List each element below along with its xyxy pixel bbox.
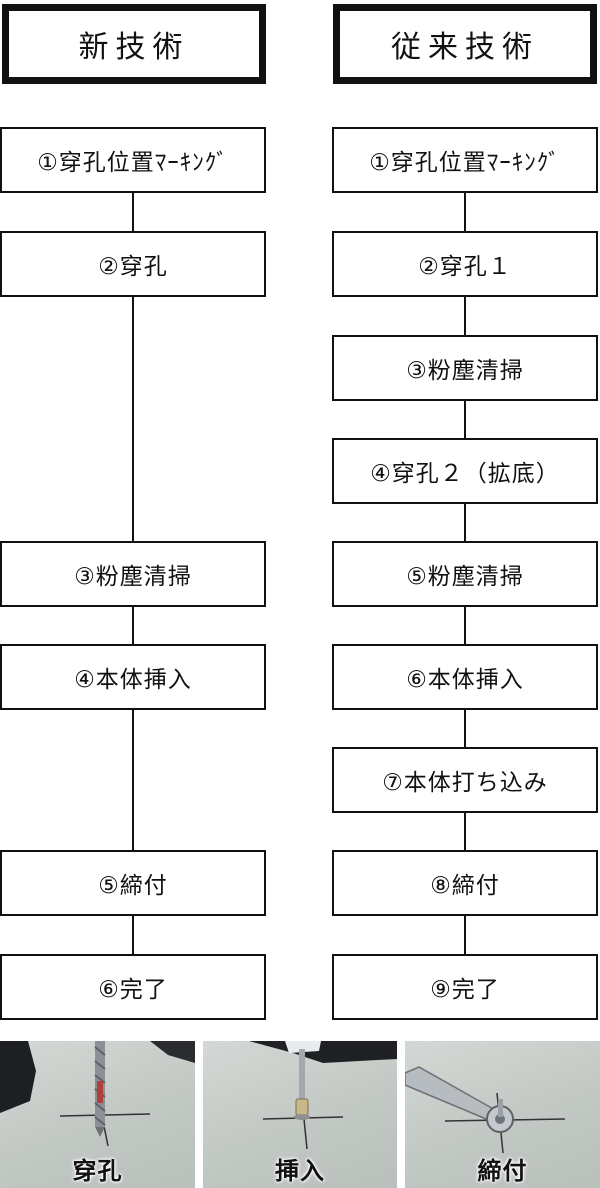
new-tech-header: 新技術 — [2, 4, 266, 84]
connector — [132, 193, 134, 231]
old-step-dust-cleaning-1: ③粉塵清掃 — [332, 335, 598, 401]
connector — [464, 813, 466, 851]
step-label: ③粉塵清掃 — [406, 358, 524, 384]
connector — [464, 503, 466, 541]
step-label: ③粉塵清掃 — [74, 564, 192, 590]
old-step-drilling-2-undercut: ④穿孔２（拡底） — [332, 438, 598, 504]
photo-tightening: 締付 — [405, 1041, 600, 1188]
step-label: ②穿孔 — [98, 254, 168, 280]
new-step-drilling: ②穿孔 — [0, 231, 266, 297]
photo-drilling: 穿孔 — [0, 1041, 195, 1188]
photo-caption: 穿孔 — [72, 1157, 123, 1185]
step-label: ①穿孔位置ﾏｰｷﾝｸﾞ — [37, 150, 229, 176]
old-step-marking: ①穿孔位置ﾏｰｷﾝｸﾞ — [332, 127, 598, 193]
old-step-insertion: ⑥本体挿入 — [332, 644, 598, 710]
old-step-driving: ⑦本体打ち込み — [332, 747, 598, 813]
old-tech-flow: ①穿孔位置ﾏｰｷﾝｸﾞ ②穿孔１ ③粉塵清掃 ④穿孔２（拡底） ⑤粉塵清掃 ⑥本… — [332, 0, 598, 1030]
photo-insertion: 挿入 — [203, 1041, 397, 1188]
new-step-complete: ⑥完了 — [0, 954, 266, 1020]
connector — [464, 916, 466, 954]
new-step-marking: ①穿孔位置ﾏｰｷﾝｸﾞ — [0, 127, 266, 193]
step-label: ⑨完了 — [430, 977, 500, 1003]
step-label: ④穿孔２（拡底） — [370, 461, 560, 487]
connector — [464, 400, 466, 438]
drill-illustration — [0, 1041, 195, 1147]
anchor-illustration — [249, 1041, 397, 1150]
new-step-insertion: ④本体挿入 — [0, 644, 266, 710]
photo-caption: 挿入 — [275, 1157, 325, 1185]
wrench-illustration — [405, 1066, 566, 1154]
new-step-tightening: ⑤締付 — [0, 850, 266, 916]
step-label: ⑥本体挿入 — [406, 667, 524, 693]
old-step-tightening: ⑧締付 — [332, 850, 598, 916]
step-label: ⑦本体打ち込み — [382, 770, 548, 796]
step-label: ④本体挿入 — [74, 667, 192, 693]
new-tech-title: 新技術 — [78, 30, 190, 65]
old-step-drilling-1: ②穿孔１ — [332, 231, 598, 297]
connector — [464, 607, 466, 645]
connector — [464, 710, 466, 748]
photo-strip: 穿孔 挿入 締付 — [0, 1041, 600, 1188]
step-label: ⑥完了 — [98, 977, 168, 1003]
new-step-dust-cleaning: ③粉塵清掃 — [0, 541, 266, 607]
connector — [464, 297, 466, 335]
old-tech-header: 従来技術 — [333, 4, 597, 84]
step-label: ⑧締付 — [430, 873, 500, 899]
step-label: ⑤粉塵清掃 — [406, 564, 524, 590]
connector — [132, 710, 134, 850]
connector — [132, 916, 134, 954]
step-label: ⑤締付 — [98, 873, 168, 899]
old-tech-title: 従来技術 — [391, 30, 539, 65]
connector — [132, 607, 134, 645]
step-label: ①穿孔位置ﾏｰｷﾝｸﾞ — [369, 150, 561, 176]
old-step-dust-cleaning-2: ⑤粉塵清掃 — [332, 541, 598, 607]
photo-caption: 締付 — [477, 1157, 528, 1185]
step-label: ②穿孔１ — [418, 254, 512, 280]
new-tech-flow: ①穿孔位置ﾏｰｷﾝｸﾞ ②穿孔 ③粉塵清掃 ④本体挿入 ⑤締付 ⑥完了 — [0, 0, 266, 1030]
connector — [464, 193, 466, 231]
connector — [132, 297, 134, 541]
old-step-complete: ⑨完了 — [332, 954, 598, 1020]
